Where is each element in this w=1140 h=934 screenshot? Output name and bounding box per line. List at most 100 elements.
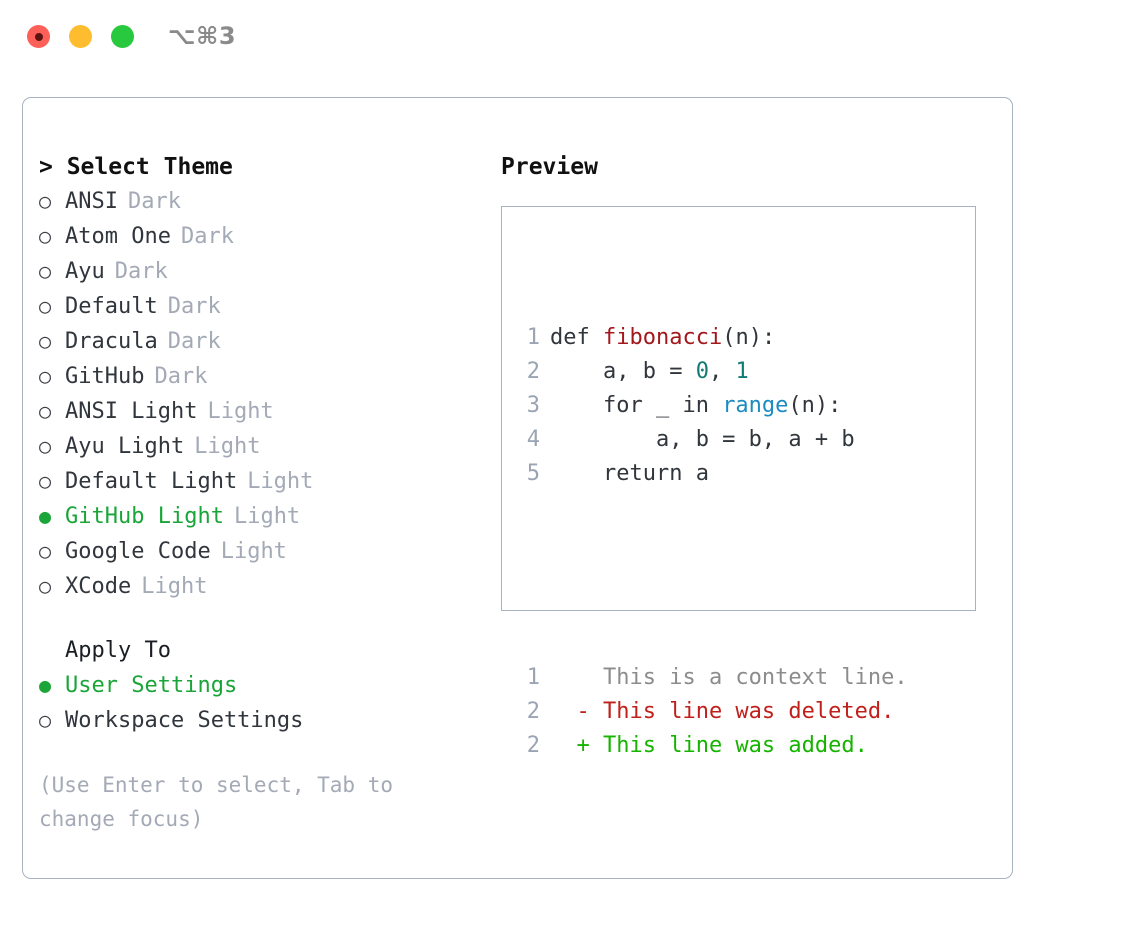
theme-option-default-light[interactable]: ○ Default Light Light bbox=[39, 464, 469, 499]
code-token-fn: fibonacci bbox=[602, 325, 723, 350]
code-token-plain: def bbox=[550, 325, 603, 350]
radio-unselected-icon: ○ bbox=[39, 294, 52, 318]
theme-option-ansi-light[interactable]: ○ ANSI Light Light bbox=[39, 394, 469, 429]
theme-variant-badge: Dark bbox=[167, 294, 221, 319]
theme-option-label: Google Code bbox=[65, 539, 211, 564]
code-line-number: 2 bbox=[526, 359, 540, 384]
theme-option-github-light[interactable]: ● GitHub Light Light bbox=[39, 499, 469, 534]
apply-to-option-label: User Settings bbox=[65, 673, 238, 698]
radio-selected-icon: ● bbox=[39, 504, 52, 528]
apply-to-list: ● User Settings ○ Workspace Settings bbox=[39, 668, 469, 738]
theme-option-label: GitHub bbox=[65, 364, 145, 389]
close-window-button[interactable] bbox=[27, 25, 50, 48]
diff-line-number: 2 bbox=[526, 699, 540, 724]
theme-option-label: Ayu bbox=[65, 259, 105, 284]
code-token-plain: return a bbox=[550, 461, 709, 486]
theme-option-label: ANSI bbox=[65, 189, 118, 214]
theme-option-github[interactable]: ○ GitHub Dark bbox=[39, 359, 469, 394]
diff-line-text: - This line was deleted. bbox=[550, 699, 895, 724]
code-token-call: range bbox=[722, 393, 789, 418]
theme-option-label: Default Light bbox=[65, 469, 238, 494]
apply-to-label: Apply To bbox=[65, 638, 171, 663]
theme-variant-badge: Dark bbox=[180, 224, 234, 249]
code-line-text: return a bbox=[540, 457, 709, 491]
code-spacer bbox=[514, 559, 908, 593]
preview-heading: Preview bbox=[501, 154, 598, 180]
theme-option-default[interactable]: ○ Default Dark bbox=[39, 289, 469, 324]
code-line: 3 for _ in range(n): bbox=[514, 389, 908, 423]
code-line-number: 5 bbox=[526, 461, 540, 486]
radio-unselected-icon: ○ bbox=[39, 469, 52, 493]
code-token-plain: for _ in bbox=[550, 393, 723, 418]
diff-line-context: 1 This is a context line. bbox=[514, 661, 908, 695]
theme-option-label: Atom One bbox=[65, 224, 171, 249]
spacer bbox=[39, 604, 469, 634]
radio-unselected-icon: ○ bbox=[39, 434, 52, 458]
diff-line-text: + This line was added. bbox=[550, 733, 868, 758]
code-token-plain: (n): bbox=[722, 325, 776, 350]
theme-variant-badge: Light bbox=[247, 469, 314, 494]
theme-variant-badge: Dark bbox=[154, 364, 208, 389]
theme-variant-badge: Light bbox=[194, 434, 261, 459]
apply-to-option-label: Workspace Settings bbox=[65, 708, 304, 733]
theme-option-label: GitHub Light bbox=[65, 504, 224, 529]
minimize-window-button[interactable] bbox=[69, 25, 92, 48]
theme-picker-heading: > Select Theme bbox=[39, 154, 233, 180]
radio-unselected-icon: ○ bbox=[39, 708, 52, 732]
diff-sample: 1 This is a context line.2 - This line w… bbox=[514, 661, 908, 763]
theme-option-label: XCode bbox=[65, 574, 132, 599]
diff-line-deleted: 2 - This line was deleted. bbox=[514, 695, 908, 729]
radio-unselected-icon: ○ bbox=[39, 364, 52, 388]
theme-variant-badge: Light bbox=[141, 574, 208, 599]
radio-unselected-icon: ○ bbox=[39, 259, 52, 283]
apply-to-option-user-settings[interactable]: ● User Settings bbox=[39, 668, 469, 703]
diff-line-number: 2 bbox=[526, 733, 540, 758]
code-token-plain: a, b = bbox=[550, 359, 696, 384]
code-line-text: a, b = b, a + b bbox=[540, 423, 855, 457]
radio-unselected-icon: ○ bbox=[39, 189, 52, 213]
keyboard-hint-text: (Use Enter to select, Tab to change focu… bbox=[39, 773, 394, 831]
radio-unselected-icon: ○ bbox=[39, 224, 52, 248]
theme-option-label: Ayu Light bbox=[65, 434, 185, 459]
code-line: 2 a, b = 0, 1 bbox=[514, 355, 908, 389]
theme-option-ayu[interactable]: ○ Ayu Dark bbox=[39, 254, 469, 289]
code-line-number: 1 bbox=[526, 325, 540, 350]
code-token-num: 1 bbox=[735, 359, 749, 384]
theme-variant-badge: Dark bbox=[114, 259, 168, 284]
theme-option-label: Default bbox=[65, 294, 158, 319]
code-line-number: 3 bbox=[526, 393, 540, 418]
code-line-text: def fibonacci(n): bbox=[540, 321, 775, 355]
title-bar: ⌥⌘3 bbox=[0, 0, 1140, 78]
radio-unselected-icon: ○ bbox=[39, 329, 52, 353]
theme-variant-badge: Dark bbox=[167, 329, 221, 354]
radio-unselected-icon: ○ bbox=[39, 399, 52, 423]
diff-line-text: This is a context line. bbox=[550, 665, 908, 690]
theme-variant-badge: Light bbox=[233, 504, 301, 529]
theme-option-ayu-light[interactable]: ○ Ayu Light Light bbox=[39, 429, 469, 464]
code-line-text: for _ in range(n): bbox=[540, 389, 841, 423]
code-line: 5 return a bbox=[514, 457, 908, 491]
code-token-plain: , bbox=[708, 359, 736, 384]
theme-variant-badge: Light bbox=[207, 399, 274, 424]
code-token-plain: a, b = b, a + b bbox=[550, 427, 855, 452]
diff-line-added: 2 + This line was added. bbox=[514, 729, 908, 763]
radio-selected-icon: ● bbox=[39, 673, 52, 697]
diff-line-number: 1 bbox=[526, 665, 540, 690]
code-line-text: a, b = 0, 1 bbox=[540, 355, 749, 389]
code-line-number: 4 bbox=[526, 427, 540, 452]
maximize-window-button[interactable] bbox=[111, 25, 134, 48]
theme-option-label: ANSI Light bbox=[65, 399, 198, 424]
apply-to-option-workspace-settings[interactable]: ○ Workspace Settings bbox=[39, 703, 469, 738]
theme-option-atom-one[interactable]: ○ Atom One Dark bbox=[39, 219, 469, 254]
